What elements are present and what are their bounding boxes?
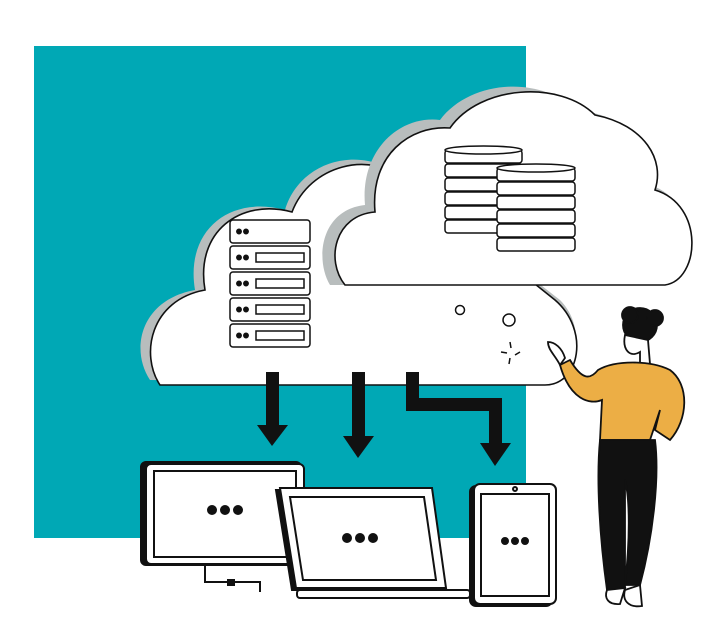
database-disk [496, 195, 576, 210]
bubble [454, 304, 466, 316]
arrow-down-icon [406, 372, 511, 466]
monitor-icon [140, 461, 305, 592]
laptop-icon [274, 487, 471, 599]
sparkle-icon [500, 341, 521, 365]
arrow-down-icon [343, 372, 374, 458]
database-disk [496, 181, 576, 196]
person-icon [547, 306, 686, 608]
database-disk [496, 237, 576, 252]
server-rack-icon [229, 219, 311, 348]
tablet-icon [469, 483, 557, 607]
bubble [502, 313, 516, 327]
database-disk [496, 223, 576, 238]
server-unit [229, 219, 311, 244]
database-icon [496, 163, 576, 252]
database-disk [496, 209, 576, 224]
arrow-down-icon [257, 372, 288, 446]
